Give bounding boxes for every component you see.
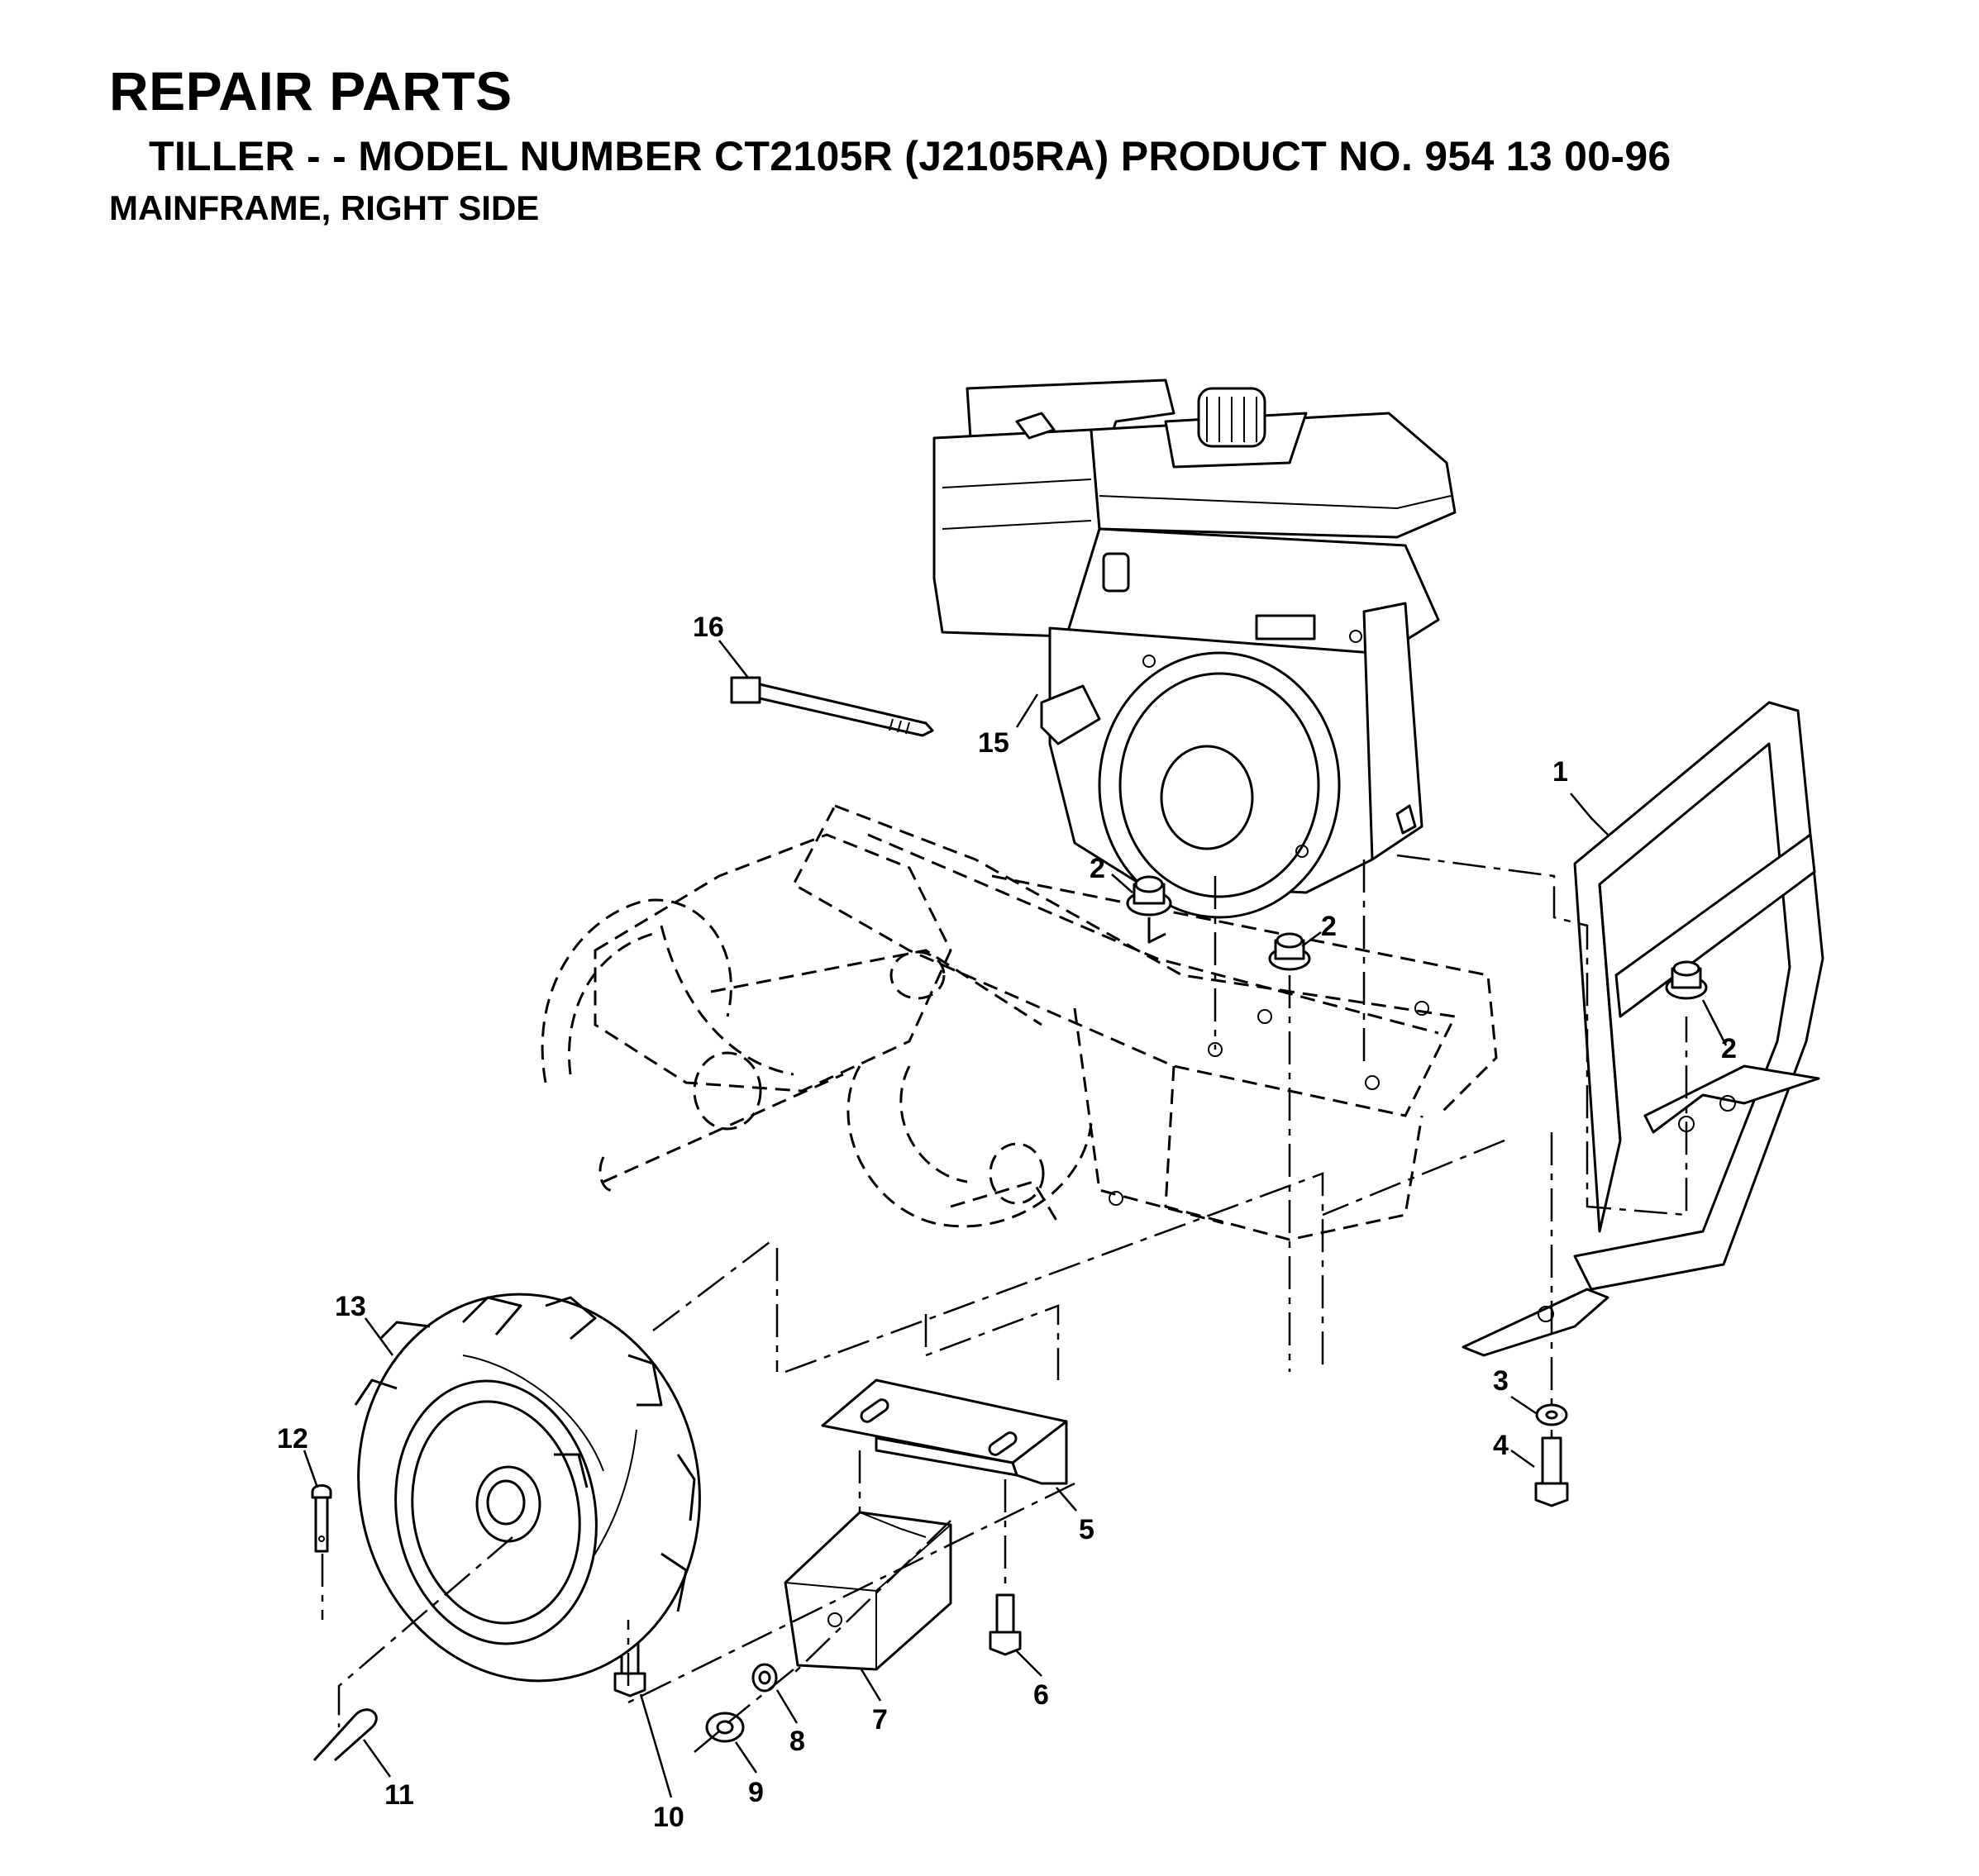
callout-2c: 2 xyxy=(1721,1033,1737,1064)
callout-5: 5 xyxy=(1079,1514,1094,1545)
callout-12: 12 xyxy=(277,1423,308,1455)
model-subtitle: TILLER - - MODEL NUMBER CT2105R (J2105RA… xyxy=(149,133,1671,179)
callout-9: 9 xyxy=(748,1777,764,1808)
lock-washer-icon xyxy=(751,1663,778,1693)
callout-6: 6 xyxy=(1033,1679,1049,1711)
callout-15: 15 xyxy=(978,727,1009,759)
cable-tie-icon xyxy=(730,676,934,737)
callout-1: 1 xyxy=(1552,756,1568,788)
callout-4: 4 xyxy=(1493,1430,1509,1461)
handle-bumper-icon xyxy=(1462,701,1824,1357)
page-title: REPAIR PARTS xyxy=(109,60,513,121)
clevis-pin-icon xyxy=(311,1484,332,1553)
callout-2b: 2 xyxy=(1321,911,1337,942)
engine-icon xyxy=(932,379,1457,919)
bolt-icon xyxy=(989,1593,1022,1656)
callout-labels: 1 2 2 2 3 4 5 6 7 8 9 10 11 12 13 15 16 xyxy=(277,612,1737,1833)
bolt-icon xyxy=(1534,1436,1569,1507)
washer-icon xyxy=(1535,1403,1568,1426)
callout-2a: 2 xyxy=(1090,853,1105,884)
callout-16: 16 xyxy=(693,612,724,643)
callout-8: 8 xyxy=(789,1726,805,1757)
callout-13: 13 xyxy=(335,1291,366,1322)
flange-nut-icon xyxy=(1665,960,1708,1000)
wheel-tire-icon xyxy=(354,1293,701,1683)
bracket-icon xyxy=(821,1378,1068,1485)
callout-10: 10 xyxy=(653,1802,684,1833)
assembly-centerlines xyxy=(321,854,1688,1753)
callout-7: 7 xyxy=(872,1704,888,1736)
callout-11: 11 xyxy=(384,1779,414,1811)
weight-block-icon xyxy=(784,1511,952,1671)
flange-nut-icon xyxy=(1126,875,1172,944)
section-title: MAINFRAME, RIGHT SIDE xyxy=(109,188,540,227)
leader-lines xyxy=(303,640,1728,1798)
callout-3: 3 xyxy=(1493,1365,1509,1397)
flange-nut-icon xyxy=(1268,932,1311,971)
tiller-frame-phantom xyxy=(541,804,1498,1241)
hairpin-clip-icon xyxy=(312,1708,378,1762)
